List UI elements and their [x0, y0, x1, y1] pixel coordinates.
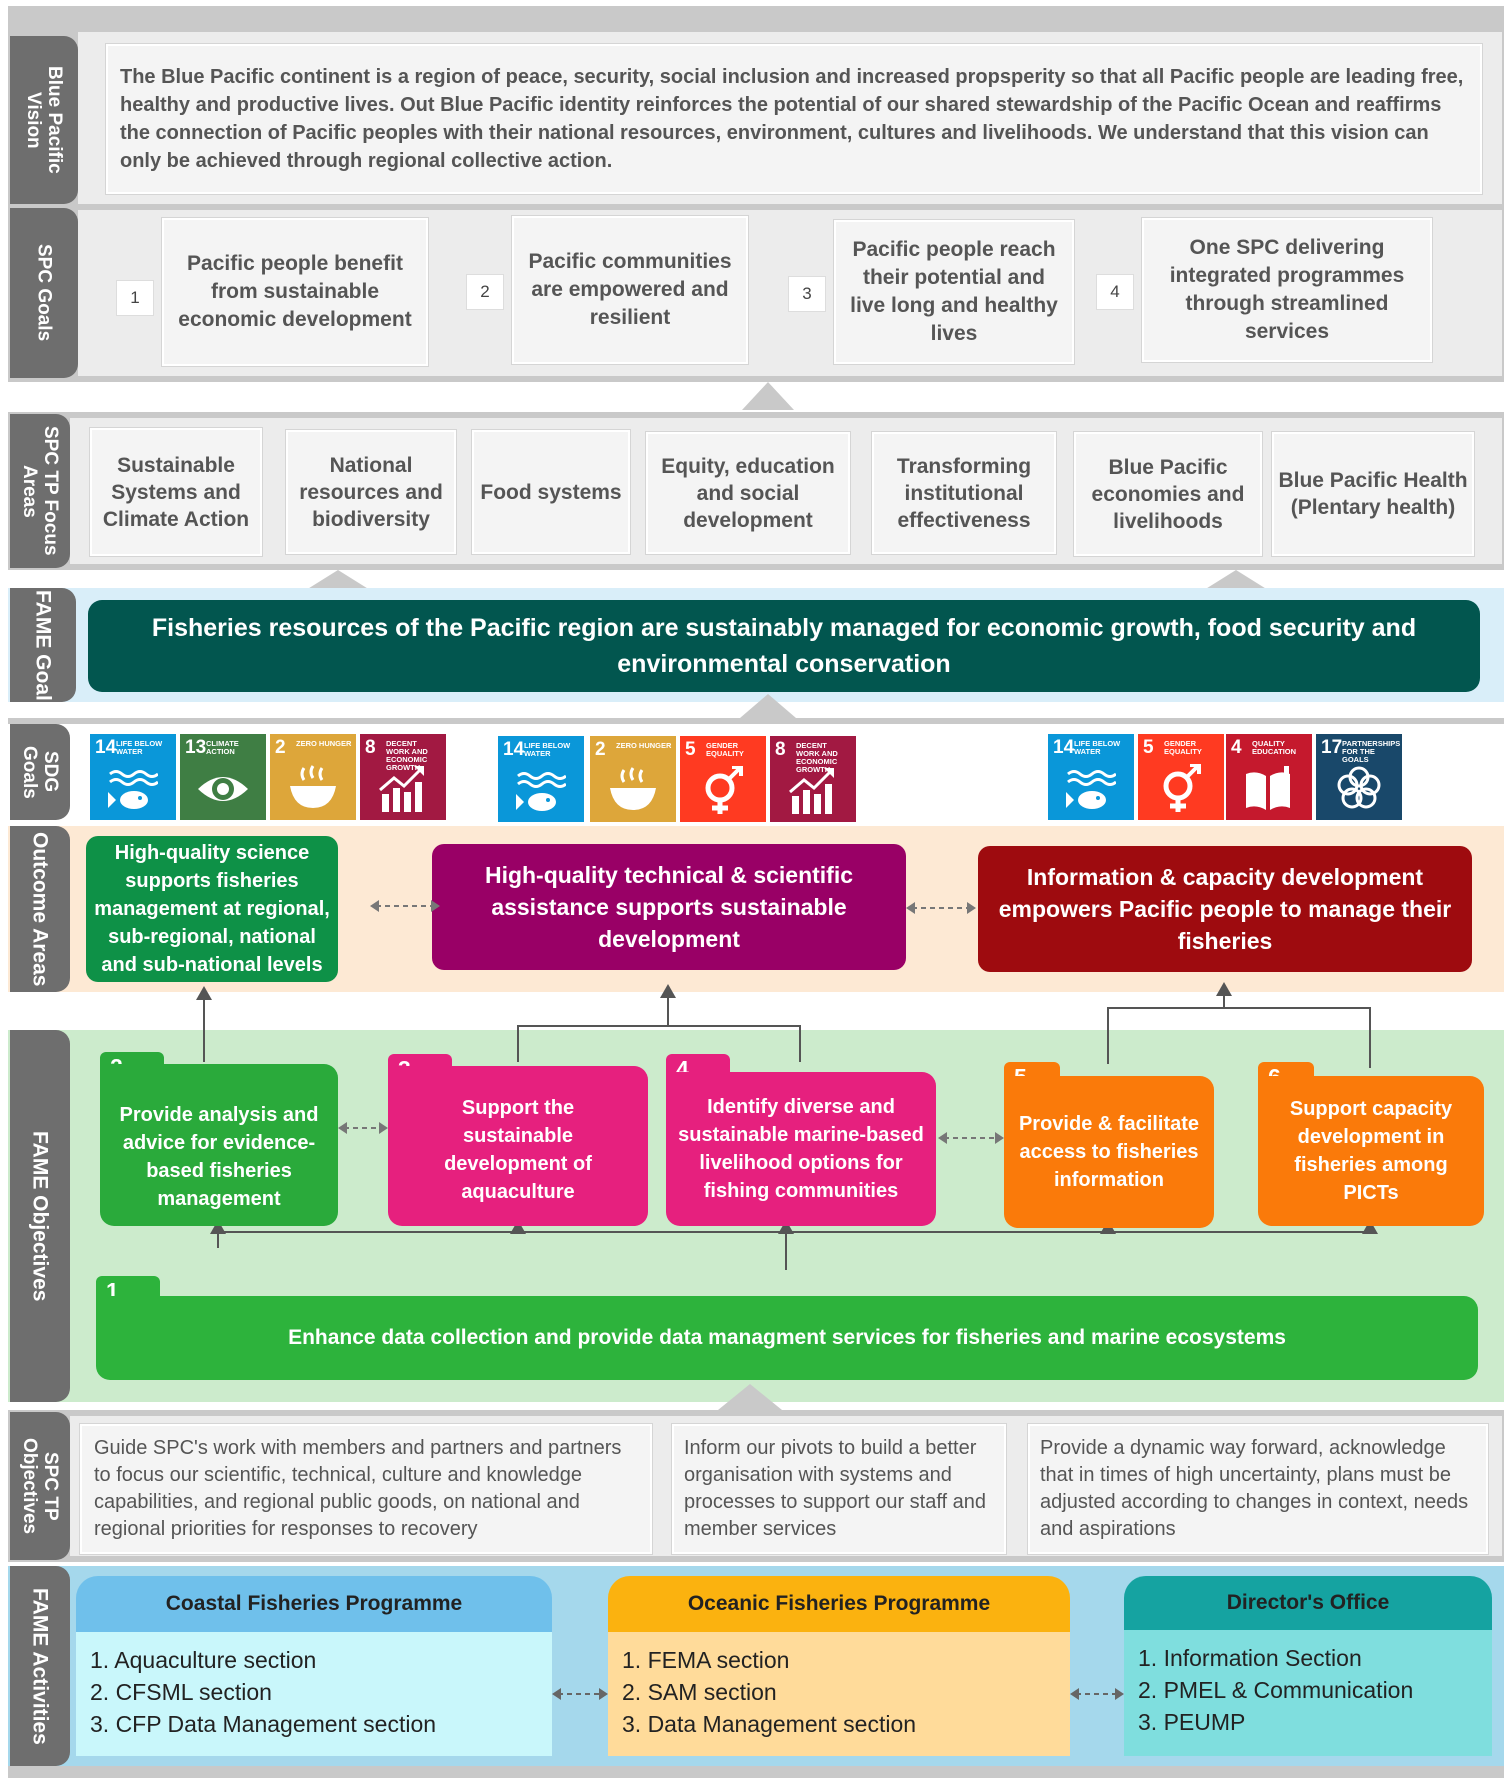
- programme-item: 3. CFP Data Management section: [90, 1711, 437, 1737]
- goal-card: One SPC delivering integrated programmes…: [1142, 218, 1432, 362]
- objective-connectors: [196, 982, 1378, 1270]
- tab-spc-objectives: SPC TP Objectives: [10, 1412, 70, 1560]
- tab-focus: SPC TP Focus Areas: [10, 414, 70, 568]
- focus-area: Blue Pacific Health (Plentary health): [1272, 432, 1474, 556]
- objective-1-box: Enhance data collection and provide data…: [96, 1296, 1478, 1380]
- programme-header-coastal: Coastal Fisheries Programme: [76, 1576, 552, 1632]
- objective-link-arrows: [338, 1122, 388, 1134]
- tab-vision: Blue Pacific Vision: [10, 36, 78, 204]
- eye-globe-icon: [198, 777, 248, 801]
- goal-card: Pacific people reach their potential and…: [834, 220, 1074, 364]
- programme-link-arrows: [552, 1688, 608, 1700]
- bowl-icon: [290, 765, 336, 808]
- programme-item: 2. PMEL & Communication: [1138, 1677, 1414, 1703]
- outcome-information: Information & capacity development empow…: [978, 846, 1472, 972]
- fish-icon: [108, 770, 158, 809]
- programme-item: 2. SAM section: [622, 1679, 777, 1705]
- book-icon: [1246, 766, 1290, 810]
- activities-bottom-strip: [8, 1766, 1504, 1778]
- programme-body-coastal: 1. Aquaculture section 2. CFSML section …: [76, 1632, 552, 1756]
- focus-area: Equity, education and social development: [646, 432, 850, 554]
- fish-icon: [1066, 770, 1116, 809]
- tab-goals: SPC Goals: [10, 208, 78, 378]
- up-arrow-icon: [718, 1384, 782, 1410]
- programme-body-director: 1. Information Section 2. PMEL & Communi…: [1124, 1630, 1492, 1756]
- programme-item: 1. FEMA section: [622, 1647, 790, 1673]
- growth-chart-icon: [789, 768, 834, 814]
- goal-card: Pacific communities are empowered and re…: [512, 216, 748, 364]
- tab-fame-goal: FAME Goal: [10, 588, 76, 702]
- programme-header-director: Director's Office: [1124, 1576, 1492, 1630]
- focus-area: Sustainable Systems and Climate Action: [90, 428, 262, 556]
- focus-area: Transforming institutional effectiveness: [872, 432, 1056, 554]
- up-arrow-icon: [306, 570, 370, 590]
- goal-number: 3: [788, 276, 826, 312]
- focus-area: Food systems: [472, 430, 630, 554]
- programme-link-arrows: [1070, 1688, 1124, 1700]
- outcome-technical: High-quality technical & scientific assi…: [432, 844, 906, 970]
- programme-item: 3. PEUMP: [1138, 1709, 1246, 1735]
- goal-number: 2: [466, 274, 504, 310]
- up-arrow-icon: [742, 382, 794, 410]
- tab-objectives: FAME Objectives: [10, 1030, 70, 1402]
- goal-number: 4: [1096, 274, 1134, 310]
- up-arrow-icon: [740, 694, 796, 718]
- objective-2-box: Provide analysis and advice for evidence…: [100, 1064, 338, 1226]
- growth-chart-icon: [379, 766, 424, 812]
- vision-text: The Blue Pacific continent is a region o…: [106, 44, 1482, 194]
- outcome-science: High-quality science supports fisheries …: [86, 836, 338, 982]
- objective-5-box: Provide & facilitate access to fisheries…: [1004, 1076, 1214, 1228]
- tab-outcome: Outcome Areas: [10, 826, 70, 992]
- up-arrow-icon: [1204, 570, 1268, 590]
- goal-number: 1: [116, 280, 154, 316]
- gender-icon: [705, 766, 743, 814]
- tab-activities: FAME Activities: [10, 1566, 70, 1766]
- programme-item: 2. CFSML section: [90, 1679, 272, 1705]
- spc-objective: Guide SPC's work with members and partne…: [80, 1424, 652, 1554]
- objective-4-box: Identify diverse and sustainable marine-…: [666, 1072, 936, 1226]
- objective-6-box: Support capacity development in fisherie…: [1258, 1076, 1484, 1226]
- programme-item: 1. Information Section: [1138, 1645, 1362, 1671]
- bowl-icon: [610, 767, 656, 810]
- focus-area: National resources and biodiversity: [286, 430, 456, 554]
- tab-sdg: SDG Goals: [10, 724, 70, 820]
- programme-body-oceanic: 1. FEMA section 2. SAM section 3. Data M…: [608, 1632, 1070, 1756]
- objective-link-arrows: [938, 1132, 1004, 1144]
- programme-item: 1. Aquaculture section: [90, 1647, 317, 1673]
- spc-objective: Inform our pivots to build a better orga…: [672, 1424, 1006, 1554]
- fame-goal-box: Fisheries resources of the Pacific regio…: [88, 600, 1480, 692]
- fish-icon: [516, 772, 566, 811]
- objective-3-box: Support the sustainable development of a…: [388, 1066, 648, 1226]
- outcome-link-arrows: [906, 902, 976, 914]
- gender-icon: [1163, 764, 1201, 812]
- outcome-link-arrows: [370, 900, 440, 912]
- goal-card: Pacific people benefit from sustainable …: [162, 218, 428, 366]
- spc-objective: Provide a dynamic way forward, acknowled…: [1028, 1424, 1488, 1554]
- programme-item: 3. Data Management section: [622, 1711, 917, 1737]
- programme-header-oceanic: Oceanic Fisheries Programme: [608, 1576, 1070, 1632]
- flower-icon: [1337, 766, 1381, 809]
- focus-area: Blue Pacific economies and livelihoods: [1074, 432, 1262, 556]
